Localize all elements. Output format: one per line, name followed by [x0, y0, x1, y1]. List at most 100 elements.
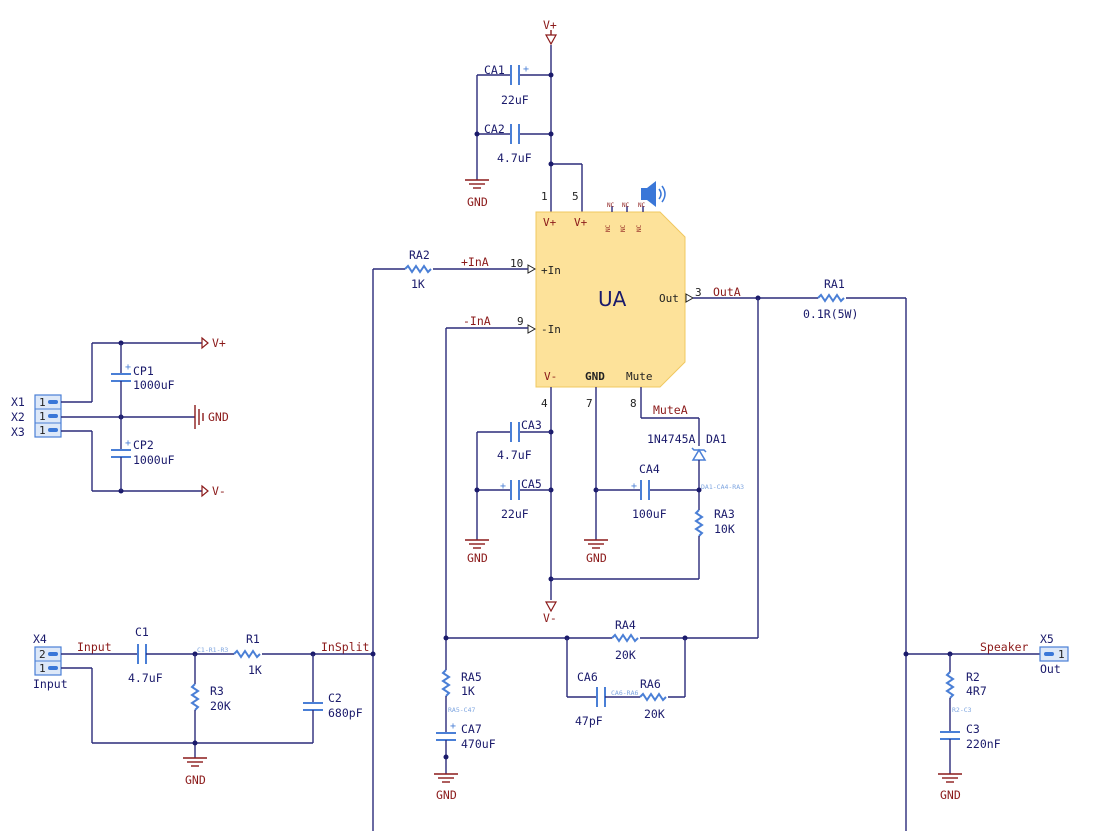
cp1-value: 1000uF	[133, 378, 175, 392]
output-gnd-label: GND	[940, 788, 961, 802]
ca1-value: 22uF	[501, 93, 529, 107]
ca7-value: 470uF	[461, 737, 496, 751]
cp2-ref: CP2	[133, 438, 154, 452]
ra1-value: 0.1R(5W)	[803, 307, 858, 321]
r1-value: 1K	[248, 663, 262, 677]
net-inA-neg: -InA	[463, 314, 491, 328]
vplus-port-label: V+	[212, 336, 226, 350]
pin4-name: V-	[544, 370, 557, 383]
ca2-ref: CA2	[484, 122, 505, 136]
pin10-name: +In	[541, 264, 561, 277]
x5-ref: X5	[1040, 632, 1054, 646]
x5-pin: 1	[1058, 648, 1065, 661]
da1-zener: DA1 1N4745A	[647, 432, 727, 461]
c2-ref: C2	[328, 691, 342, 705]
input-connector-x4: 2 1 X4 Input	[33, 632, 68, 691]
ra3-value: 10K	[714, 522, 735, 536]
tiny-da1-ca4-ra3: DA1-CA4-RA3	[701, 483, 744, 491]
vminus-bottom-label: V-	[543, 611, 557, 625]
net-inA-pos: +InA	[461, 255, 489, 269]
svg-text:+: +	[631, 481, 637, 492]
pin9-name: -In	[541, 323, 561, 336]
nc2-inner: NC	[620, 224, 627, 232]
ca7-capacitor: + CA7 470uF	[436, 721, 496, 751]
input-gnd: GND	[183, 757, 207, 787]
ca7-ref: CA7	[461, 722, 482, 736]
pin9-num: 9	[517, 315, 524, 328]
ca3-capacitor: CA3 4.7uF	[477, 418, 551, 462]
svg-text:+: +	[125, 438, 131, 449]
cp2-value: 1000uF	[133, 453, 175, 467]
pin5-name: V+	[574, 216, 588, 229]
net-insplit: InSplit	[321, 640, 369, 654]
ra2-value: 1K	[411, 277, 425, 291]
cp2-capacitor: + CP2 1000uF	[111, 417, 175, 491]
da1-value: 1N4745A	[647, 432, 696, 446]
net-speaker: Speaker	[980, 640, 1029, 654]
pin1-name: V+	[543, 216, 557, 229]
pin8-name: Mute	[626, 370, 653, 383]
pin3-num: 3	[695, 286, 702, 299]
ca5-ref: CA5	[521, 477, 542, 491]
ra5-ref: RA5	[461, 670, 482, 684]
r1-ref: R1	[246, 632, 260, 646]
vminus-port-label: V-	[212, 484, 226, 498]
input-gnd-label: GND	[185, 773, 206, 787]
vplus-port: V+	[201, 336, 226, 350]
top-gnd: GND	[465, 75, 489, 209]
net-outA: OutA	[713, 285, 741, 299]
r2-value: 4R7	[966, 684, 987, 698]
power-connectors: 1 1 1 X1 X2 X3	[11, 394, 62, 439]
ca6-value: 47pF	[575, 714, 603, 728]
x5-label: Out	[1040, 662, 1061, 676]
ca7-gnd-label: GND	[436, 788, 457, 802]
r3-ref: R3	[210, 684, 224, 698]
x2-ref: X2	[11, 410, 25, 424]
x1-pin: 1	[39, 396, 46, 409]
x2-pin: 1	[39, 410, 46, 423]
gnd-port-label: GND	[208, 410, 229, 424]
ic-ua-ref: UA	[598, 287, 627, 311]
svg-text:+: +	[450, 721, 456, 732]
r2-ref: R2	[966, 670, 980, 684]
nc1-label: NC	[607, 202, 615, 209]
svg-text:+: +	[523, 64, 529, 75]
x4-pin2: 2	[39, 648, 46, 661]
tiny-ca6-ra6: CA6-RA6	[611, 689, 638, 697]
ca5-capacitor: + CA5 22uF	[477, 477, 551, 521]
output-gnd: GND	[938, 773, 962, 802]
c2-value: 680pF	[328, 706, 363, 720]
ra5-value: 1K	[461, 684, 475, 698]
ca4-capacitor: + CA4 100uF	[596, 462, 699, 521]
svg-text:+: +	[125, 362, 131, 373]
vplus-top-supply: V+	[543, 18, 558, 212]
c1-ref: C1	[135, 625, 149, 639]
x4-ref: X4	[33, 632, 47, 646]
pin4-num: 4	[541, 397, 548, 410]
ic-ua: UA 1 5 V+ V+ NC NC NC NC NC NC 10 +In 9 …	[510, 181, 702, 410]
ra6-ref: RA6	[640, 677, 661, 691]
net-muteA: MuteA	[653, 403, 688, 417]
ca3-ref: CA3	[521, 418, 542, 432]
pin7-gnd-label: GND	[586, 551, 607, 565]
ra3-ref: RA3	[714, 507, 735, 521]
r3-value: 20K	[210, 699, 231, 713]
svg-text:+: +	[500, 481, 506, 492]
ca5-value: 22uF	[501, 507, 529, 521]
nc2-label: NC	[622, 202, 630, 209]
pin3-name: Out	[659, 292, 679, 305]
ca2-capacitor: CA2 4.7uF	[477, 122, 551, 165]
ca-gnd: GND	[465, 539, 489, 565]
ca3-value: 4.7uF	[497, 448, 532, 462]
ra4-ref: RA4	[615, 618, 636, 632]
pin7-num: 7	[586, 397, 593, 410]
ca6-ref: CA6	[577, 670, 598, 684]
c3-ref: C3	[966, 722, 980, 736]
ra1-ref: RA1	[824, 277, 845, 291]
x3-pin: 1	[39, 424, 46, 437]
x4-pin1: 1	[39, 662, 46, 675]
pin7-name: GND	[585, 370, 605, 383]
c1-value: 4.7uF	[128, 671, 163, 685]
c3-value: 220nF	[966, 737, 1001, 751]
x3-ref: X3	[11, 425, 25, 439]
